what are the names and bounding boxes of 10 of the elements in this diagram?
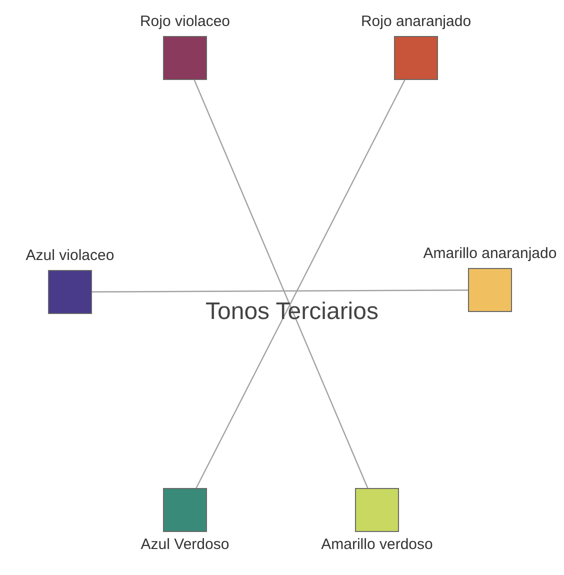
connector-line [92, 290, 468, 292]
connector-line [194, 80, 368, 488]
color-label: Rojo anaranjado [360, 13, 472, 32]
color-label: Amarillo anaranjado [423, 245, 557, 264]
diagram-title: Tonos Terciarios [204, 300, 380, 324]
color-label: Azul Verdoso [140, 536, 230, 555]
connector-line [196, 80, 406, 488]
color-label: Amarillo verdoso [321, 536, 433, 555]
color-label: Azul violaceo [26, 247, 114, 266]
color-label: Rojo violaceo [140, 13, 230, 32]
